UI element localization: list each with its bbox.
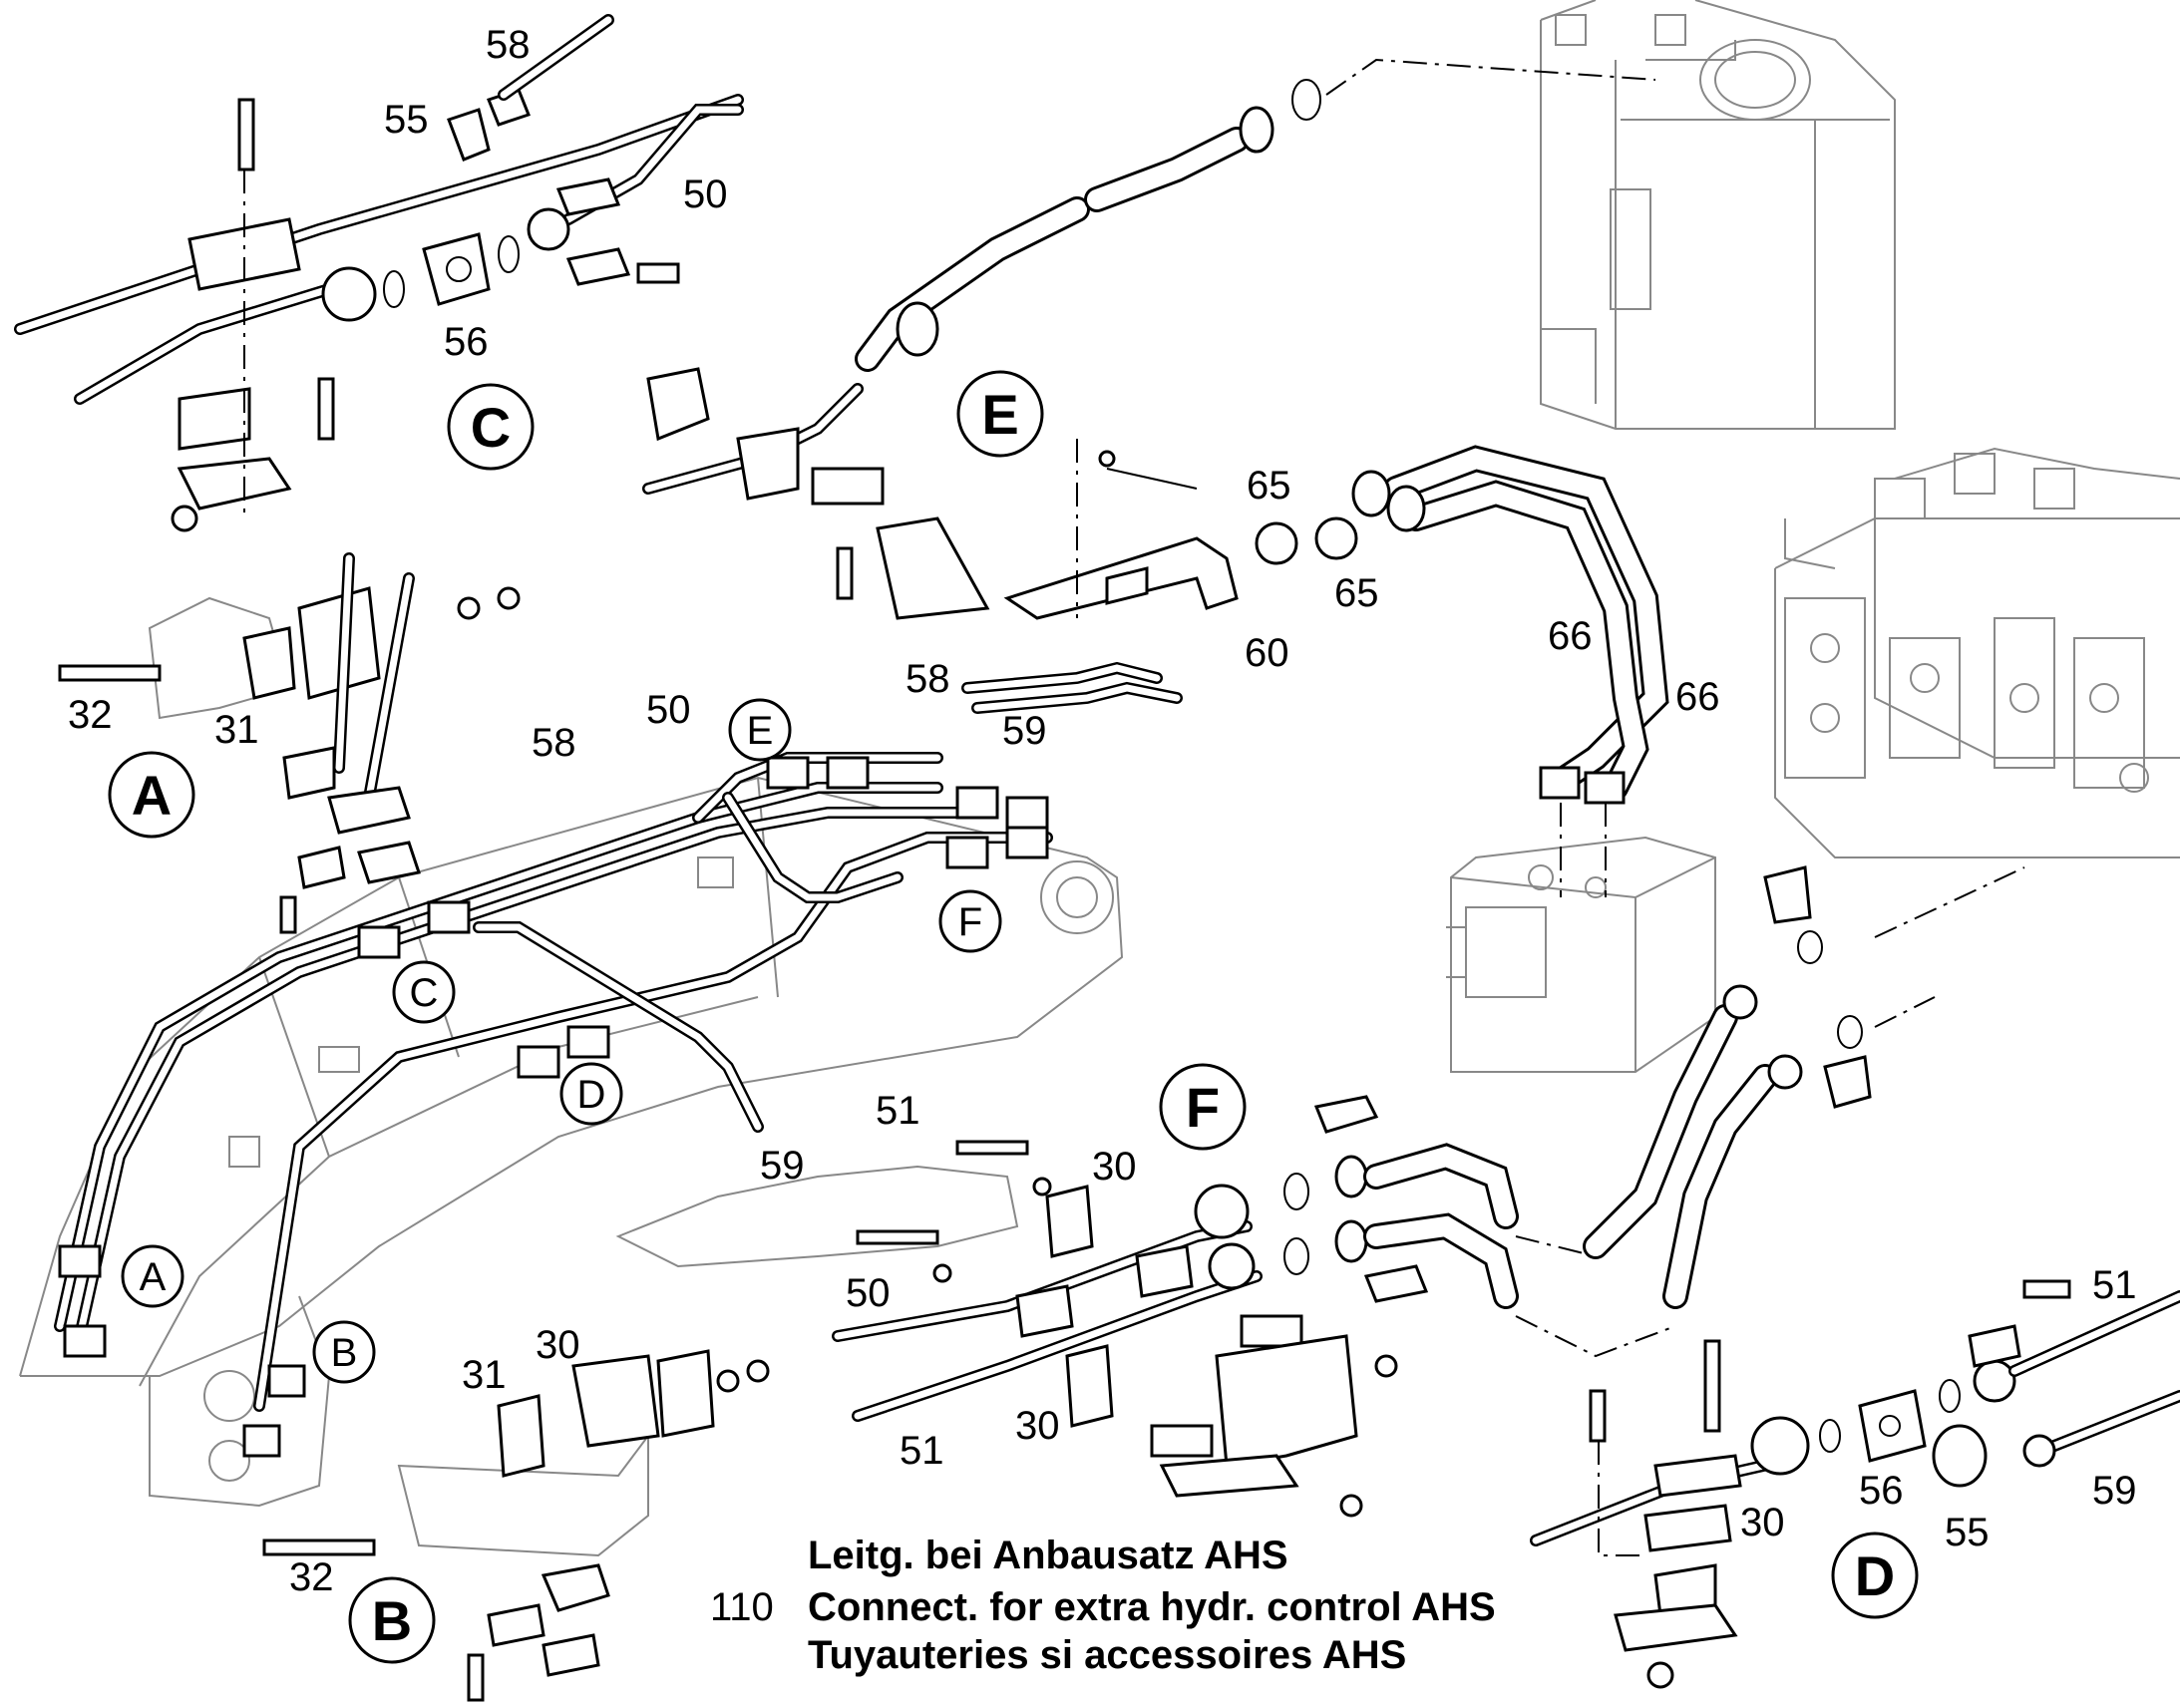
svg-text:C: C xyxy=(471,396,511,459)
label-31-a: 31 xyxy=(214,708,259,752)
label-55-d: 55 xyxy=(1945,1511,1990,1554)
label-58-c: 58 xyxy=(486,23,531,67)
valve-block-drawing xyxy=(1446,836,1716,1073)
callout-f-large: F xyxy=(1159,1063,1247,1151)
label-59-boom: 59 xyxy=(760,1144,805,1188)
label-31-b: 31 xyxy=(462,1353,507,1397)
label-59-e: 59 xyxy=(1002,709,1047,753)
label-30-f-top: 30 xyxy=(1092,1145,1137,1189)
callout-e-large: E xyxy=(956,370,1044,458)
label-32-a: 32 xyxy=(68,693,113,737)
callout-a-large: A xyxy=(108,751,195,839)
hoses-66 xyxy=(1351,445,1669,897)
label-50-c: 50 xyxy=(683,172,728,216)
detail-c-drawing xyxy=(14,14,744,532)
callout-c-small: C xyxy=(392,960,456,1024)
svg-text:B: B xyxy=(331,1331,358,1375)
svg-text:A: A xyxy=(140,1255,167,1299)
detail-b-drawing xyxy=(262,1349,770,1702)
callout-d-large: D xyxy=(1831,1532,1919,1619)
detail-e-drawing xyxy=(642,58,1656,714)
label-51-d: 51 xyxy=(2092,1263,2137,1307)
caption-line-fr: Tuyauteries si accessoires AHS xyxy=(808,1633,1406,1677)
label-56-d: 56 xyxy=(1859,1469,1904,1513)
svg-text:E: E xyxy=(747,709,774,753)
label-50-boom: 50 xyxy=(646,688,691,732)
machine-frame-drawing xyxy=(1540,0,1896,430)
label-30-f-bottom: 30 xyxy=(1015,1404,1060,1448)
label-66-right: 66 xyxy=(1675,675,1720,719)
boom-pipes xyxy=(54,752,1053,1458)
svg-text:A: A xyxy=(132,764,172,827)
svg-text:C: C xyxy=(410,971,439,1015)
callout-a-small: A xyxy=(121,1244,184,1308)
callout-c-large: C xyxy=(447,383,535,471)
caption-block: Leitg. bei Anbausatz AHS 110 Connect. fo… xyxy=(710,1534,1496,1677)
caption-line-en: Connect. for extra hydr. control AHS xyxy=(808,1585,1496,1629)
callout-b-small: B xyxy=(312,1320,376,1384)
label-66-left: 66 xyxy=(1548,614,1593,658)
part-labels: 58 55 50 56 65 65 60 58 59 66 66 32 31 5… xyxy=(68,23,2137,1599)
label-59-d: 59 xyxy=(2092,1469,2137,1513)
label-30-d: 30 xyxy=(1740,1501,1785,1544)
label-51-boom: 51 xyxy=(876,1089,920,1133)
svg-text:F: F xyxy=(958,900,982,944)
label-60: 60 xyxy=(1245,631,1289,675)
label-55-c: 55 xyxy=(384,98,429,142)
label-65-lower: 65 xyxy=(1334,571,1379,615)
detail-d-drawing xyxy=(1530,1279,2180,1689)
caption-number: 110 xyxy=(710,1585,774,1629)
label-30-b: 30 xyxy=(536,1323,580,1367)
callout-b-large: B xyxy=(348,1576,436,1664)
callout-d-small: D xyxy=(559,1062,623,1126)
callout-e-small: E xyxy=(728,698,792,762)
detail-a-drawing xyxy=(58,552,521,934)
svg-text:E: E xyxy=(981,383,1018,446)
svg-text:D: D xyxy=(1855,1544,1895,1607)
caption-line-de: Leitg. bei Anbausatz AHS xyxy=(808,1534,1288,1577)
label-58-e: 58 xyxy=(906,657,950,701)
label-50-f: 50 xyxy=(846,1271,891,1315)
label-65-upper: 65 xyxy=(1247,464,1291,508)
label-56-c: 56 xyxy=(444,320,489,364)
control-valve-drawing xyxy=(1774,447,2180,858)
detail-f-drawing xyxy=(832,865,2025,1518)
svg-text:D: D xyxy=(577,1073,606,1117)
label-32-b: 32 xyxy=(289,1555,334,1599)
label-58-boom: 58 xyxy=(532,721,576,765)
svg-text:F: F xyxy=(1186,1076,1220,1139)
callout-f-small: F xyxy=(938,889,1002,953)
svg-text:B: B xyxy=(372,1589,412,1652)
label-51-f: 51 xyxy=(900,1429,944,1473)
